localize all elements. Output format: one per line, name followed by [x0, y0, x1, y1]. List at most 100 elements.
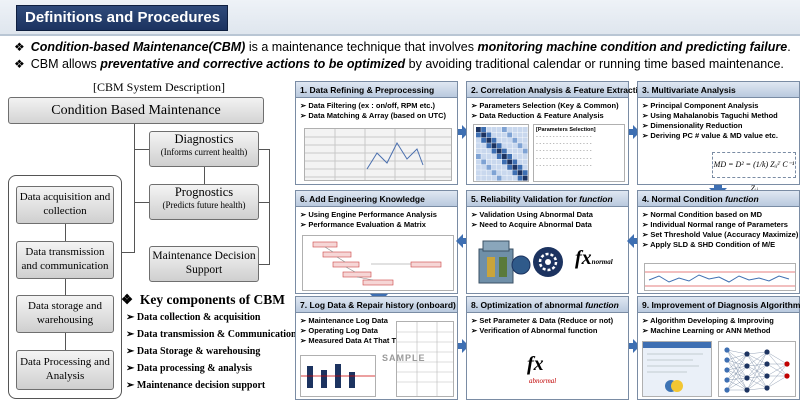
connector-line: [65, 333, 66, 350]
heatmap-cell: [496, 143, 502, 149]
prognostics-sub: (Predicts future health): [162, 200, 246, 210]
step-item: ➢ Deriving PC # value & MD value etc.: [642, 130, 778, 140]
heatmap-cell: [476, 143, 481, 149]
connector-line: [134, 149, 149, 150]
heatmap-cell: [476, 159, 481, 165]
flow-arrow: [633, 339, 640, 353]
step-item: ➢ Set Threshold Value (Accuracy Maximize…: [642, 229, 799, 239]
heatmap-cell: [522, 137, 528, 143]
nn-node: [744, 363, 750, 369]
heatmap-cell: [476, 170, 481, 176]
nn-node: [784, 361, 790, 367]
heatmap-cell: [481, 143, 486, 149]
heatmap-cell: [496, 137, 502, 143]
key-component-item: ➢ Maintenance decision support: [126, 380, 266, 391]
heatmap-cell: [517, 154, 523, 159]
connector-line: [65, 224, 66, 241]
step-7-title: 7. Log Data & Repair history (onboard): [296, 297, 457, 313]
step-7-box: 7. Log Data & Repair history (onboard) ➢…: [295, 296, 458, 400]
nn-node: [724, 347, 730, 353]
heatmap-cell: [476, 148, 481, 154]
nn-connection: [726, 359, 748, 391]
step-item: ➢ Data Matching & Array (based on UTC): [300, 110, 447, 120]
heatmap-cell: [491, 127, 497, 132]
nn-connection: [726, 379, 748, 391]
step-6-title: 6. Add Engineering Knowledge: [296, 191, 457, 207]
nn-connection: [726, 349, 748, 355]
step-item: ➢ Performance Evaluation & Matrix: [300, 219, 426, 229]
heatmap-cell: [512, 143, 518, 149]
connector-line: [269, 149, 270, 265]
heatmap-cell: [476, 175, 481, 181]
heatmap-cell: [507, 164, 512, 170]
gear-icon: [533, 247, 563, 277]
heatmap-cell: [512, 170, 518, 176]
system-description-caption: [CBM System Description]: [93, 80, 225, 94]
heatmap-cell: [517, 137, 523, 143]
nn-connection: [726, 359, 748, 367]
heatmap-cell: [522, 175, 528, 181]
heatmap-cell: [481, 132, 486, 138]
heatmap-cell: [522, 148, 528, 154]
heatmap-cell: [491, 159, 497, 165]
heatmap-cell: [507, 175, 512, 181]
heatmap-cell: [481, 137, 486, 143]
step-4-title: 4. Normal Condition function: [638, 191, 799, 207]
flow-arrow: [460, 238, 466, 244]
heatmap-cell: [491, 170, 497, 176]
connector-line: [134, 202, 149, 203]
stages-frame: [8, 175, 122, 399]
neural-network-diagram: [718, 341, 796, 397]
heatmap-cell: [517, 164, 523, 170]
heatmap-cell: [507, 170, 512, 176]
step-3-title: 3. Multivariate Analysis: [638, 82, 799, 98]
heatmap-cell: [512, 154, 518, 159]
heatmap-cell: [507, 132, 512, 138]
nn-connection: [726, 353, 748, 371]
heatmap-cell: [512, 127, 518, 132]
data-table-screenshot: [304, 128, 452, 181]
step-item: ➢ Using Engine Performance Analysis: [300, 210, 437, 219]
prognostics-box: Prognostics (Predicts future health): [149, 184, 259, 220]
flow-arrow: [456, 234, 463, 248]
heatmap-cell: [512, 164, 518, 170]
heatmap-cell: [512, 132, 518, 138]
nn-connection: [746, 351, 768, 355]
flow-arrow: [627, 234, 634, 248]
heatmap-cell: [491, 164, 497, 170]
heatmap-cell: [496, 159, 502, 165]
heatmap-cell: [486, 164, 492, 170]
heatmap-cell: [512, 159, 518, 165]
nn-connection: [726, 365, 748, 381]
heatmap-cell: [486, 127, 492, 132]
flow-arrow: [629, 343, 635, 349]
heatmap-cell: [507, 159, 512, 165]
nn-node: [784, 373, 790, 379]
heatmap-cell: [481, 127, 486, 132]
flow-arrow: [462, 339, 469, 353]
heatmap-cell: [522, 164, 528, 170]
heatmap-cell: [517, 127, 523, 132]
heatmap-cell: [502, 164, 507, 170]
step-8-title: 8. Optimization of abnormal function: [467, 297, 628, 313]
heatmap-cell: [496, 148, 502, 154]
heatmap-cell: [507, 154, 512, 159]
heatmap-cell: [486, 132, 492, 138]
heatmap-cell: [502, 143, 507, 149]
nn-node: [724, 367, 730, 373]
prognostics-label: Prognostics: [174, 185, 234, 199]
nn-connection: [726, 369, 748, 391]
heatmap-cell: [491, 132, 497, 138]
fx-normal-symbol: fxnormal: [575, 247, 613, 269]
step-5-box: 5. Reliability Validation for function ➢…: [466, 190, 629, 294]
nn-connection: [746, 351, 768, 391]
bullet-benefit: ❖CBM allows preventative and corrective …: [14, 57, 784, 71]
heatmap-cell: [476, 154, 481, 159]
parameters-list: [Parameters Selection] - - - - - - - - -…: [533, 124, 625, 182]
nn-connection: [726, 377, 748, 391]
nn-node: [764, 349, 770, 355]
step-item: ➢ Individual Normal range of Parameters: [642, 219, 788, 229]
normal-condition-plot: [644, 263, 796, 291]
heatmap-cell: [512, 137, 518, 143]
heatmap-cell: [512, 148, 518, 154]
